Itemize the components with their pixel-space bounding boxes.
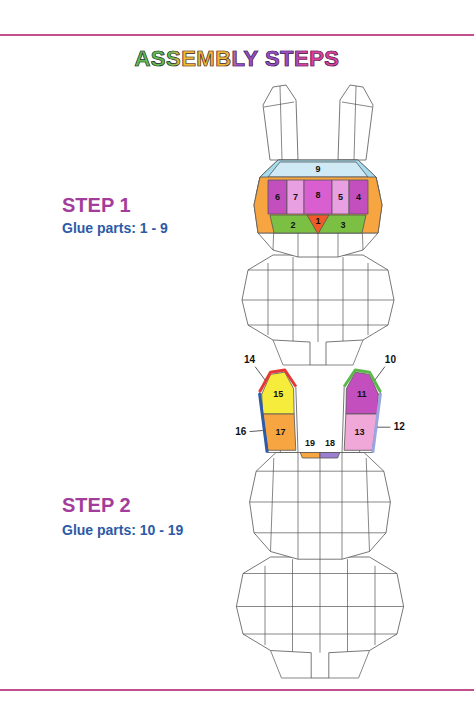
leader-line [250,431,263,432]
title: ASSEMBLY STEPS [0,46,474,72]
step-note: Glue parts: 1 - 9 [62,220,168,236]
facet-line [342,453,343,560]
part-number: 15 [273,390,283,399]
facet-line [320,453,321,560]
part-piece [304,180,332,214]
facet-line [354,86,356,160]
facet-line [318,257,319,342]
facet-line [343,257,344,341]
part-number: 2 [290,221,295,230]
part-number: 5 [338,193,343,202]
part-strip [344,370,380,392]
bunny-figure [236,370,403,678]
part-piece [307,215,329,234]
part-piece [320,453,340,459]
step-heading: STEP 1 [62,194,131,217]
facet-line [368,263,369,335]
frame-line [0,34,474,36]
bunny-figure [242,85,394,365]
part-strip [260,393,268,452]
leader-line [375,367,385,380]
part-number: 7 [293,193,298,202]
bunny-body [242,255,394,365]
part-number: 18 [325,438,335,447]
facet-line [293,257,294,341]
facet-line [271,651,312,679]
part-number: 17 [275,427,285,436]
part-piece [349,180,368,214]
bunny-ear [338,85,373,160]
callout-number: 12 [394,422,405,432]
part-number: 6 [275,193,280,202]
part-number: 1 [315,217,320,226]
part-strip [373,393,381,452]
bunny-ear [342,370,381,453]
facet-line [271,458,274,552]
bunny-ear [260,370,299,453]
facet-line [320,559,321,653]
leader-line [255,367,265,380]
bunny-head [254,160,382,257]
part-piece [332,180,349,214]
facet-line [342,102,372,107]
bunny-body [236,557,403,678]
part-number: 11 [357,390,367,399]
bunny-head [250,453,391,560]
part-number: 3 [340,221,345,230]
part-piece [287,180,304,214]
part-number: 19 [305,438,315,447]
callout-number: 14 [244,355,255,365]
facet-line [268,263,269,335]
facet-line [366,458,369,552]
part-number: 9 [315,165,320,174]
part-number: 8 [315,191,320,200]
facet-line [273,340,310,365]
step-heading: STEP 2 [62,494,131,517]
part-number: 13 [355,427,365,436]
callout-number: 16 [235,427,246,437]
part-piece [268,162,368,177]
leader-line [377,427,390,428]
facet-line [375,566,376,645]
step-note: Glue parts: 10 - 19 [62,522,183,538]
facet-line [292,559,293,651]
facet-line [298,453,299,560]
facet-line [264,102,294,107]
bunny-ear [263,85,298,160]
part-piece [268,180,287,214]
part-piece [300,453,320,459]
part-strip [260,370,296,392]
facet-line [265,566,266,645]
frame-line [0,689,474,691]
part-band [254,177,382,233]
callout-number: 10 [385,355,396,365]
facet-line [280,86,282,160]
part-number: 4 [356,193,361,202]
facet-line [329,651,370,679]
facet-line [347,559,348,651]
facet-line [326,340,363,365]
